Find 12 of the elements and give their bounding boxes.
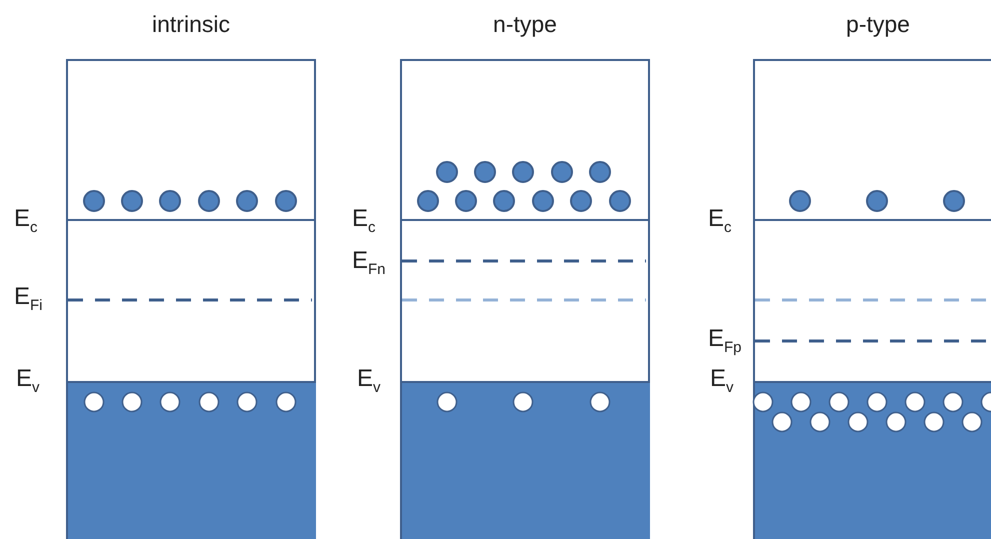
energy-level-label: E$_{Fn}$	[352, 249, 386, 277]
energy-level-label: E$_{Fi}$	[14, 285, 43, 313]
energy-level-label: E$_{c}$	[708, 207, 732, 235]
energy-level-label: E$_{Fp}$	[708, 327, 742, 355]
energy-level-label: E$_{v}$	[357, 367, 381, 395]
energy-level-label: E$_{v}$	[16, 367, 40, 395]
panel-title: n-type	[492, 11, 558, 38]
energy-level-label: E$_{v}$	[710, 367, 734, 395]
energy-level-label: E$_{c}$	[14, 207, 38, 235]
panel-title: p-type	[845, 11, 911, 38]
energy-level-label: E$_{c}$	[352, 207, 376, 235]
panel-title: intrinsic	[151, 11, 231, 38]
